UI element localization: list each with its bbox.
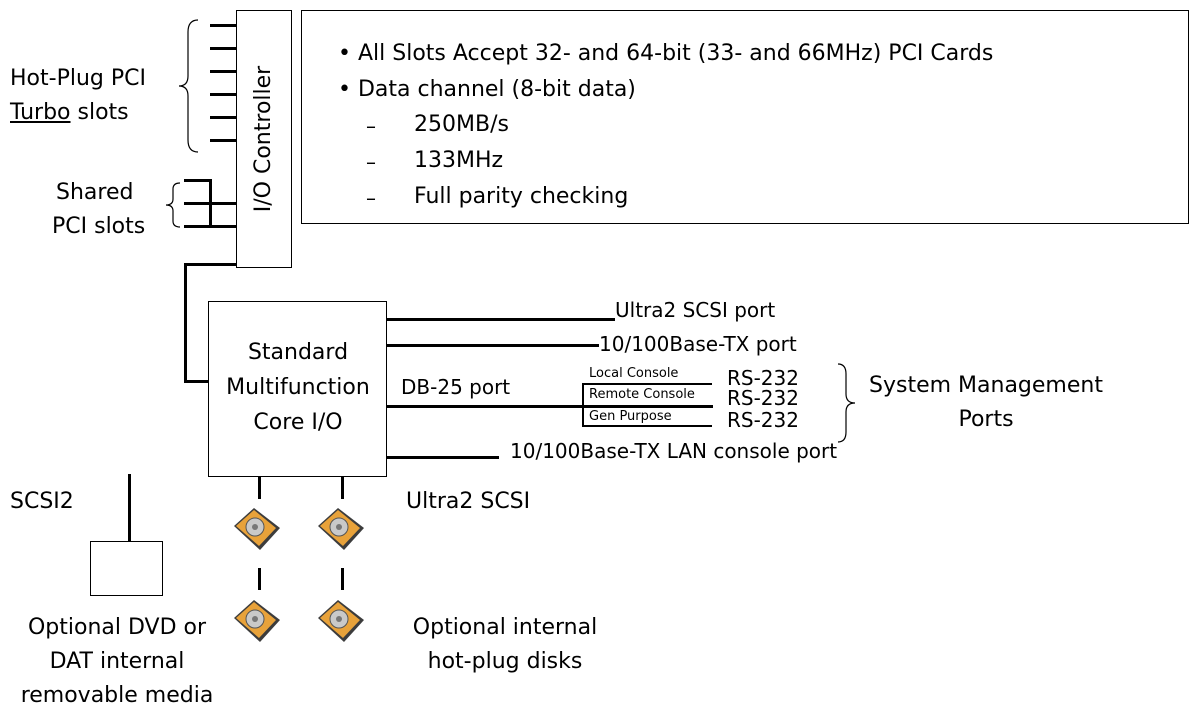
gen-purpose-line bbox=[582, 425, 712, 427]
hot-plug-slot-stub bbox=[210, 24, 237, 27]
shared-label-line1: Shared bbox=[56, 180, 134, 205]
hard-disk-icon bbox=[234, 508, 280, 550]
system-management-brace bbox=[837, 363, 856, 443]
info-dash-2: – bbox=[366, 150, 376, 174]
info-bullet-2: • Data channel (8-bit data) bbox=[338, 77, 636, 102]
hot-plug-slot-stub bbox=[210, 47, 237, 50]
controller-to-core-link bbox=[184, 263, 237, 266]
rs232-label-2: RS-232 bbox=[727, 386, 799, 410]
info-sub-1: 250MB/s bbox=[414, 112, 509, 137]
shared-slot-stub bbox=[184, 179, 211, 182]
ultra2-scsi-label: Ultra2 SCSI bbox=[406, 489, 531, 514]
controller-to-core-link bbox=[184, 380, 209, 383]
hot-plug-label-line2: Turbo slots bbox=[10, 102, 129, 124]
base-tx-port-line bbox=[387, 344, 599, 347]
disk-link bbox=[258, 568, 261, 590]
info-bullet-1: • All Slots Accept 32- and 64-bit (33- a… bbox=[338, 41, 994, 66]
db25-port-line bbox=[387, 405, 713, 408]
io-controller-label: I/O Controller bbox=[251, 65, 276, 213]
info-box bbox=[301, 10, 1189, 224]
lan-console-port-label: 10/100Base-TX LAN console port bbox=[510, 439, 838, 463]
rs232-label-1: RS-232 bbox=[727, 366, 799, 390]
scsi2-line bbox=[128, 474, 131, 542]
core-io-box bbox=[208, 301, 387, 477]
removable-media-box bbox=[90, 541, 163, 596]
scsi2-label: SCSI2 bbox=[10, 489, 74, 514]
hot-plug-brace bbox=[178, 19, 199, 153]
system-management-line2: Ports bbox=[958, 407, 1014, 432]
core-io-line2: Multifunction bbox=[226, 375, 370, 400]
media-label-line2: DAT internal bbox=[49, 649, 185, 674]
local-console-line bbox=[582, 383, 712, 385]
lan-console-port-line bbox=[387, 456, 499, 459]
hot-plug-slot-stub bbox=[210, 70, 237, 73]
hot-plug-slot-stub bbox=[210, 93, 237, 96]
slots-text: slots bbox=[70, 100, 129, 125]
media-label-line1: Optional DVD or bbox=[27, 615, 207, 640]
info-sub-3: Full parity checking bbox=[414, 184, 629, 209]
hot-plug-slot-stub bbox=[210, 116, 237, 119]
rs232-label-3: RS-232 bbox=[727, 408, 799, 432]
base-tx-port-label: 10/100Base-TX port bbox=[599, 332, 797, 356]
disk-link bbox=[341, 568, 344, 590]
disk-link bbox=[258, 477, 261, 499]
hard-disk-icon bbox=[318, 508, 364, 550]
ultra2-scsi-port-label: Ultra2 SCSI port bbox=[615, 298, 776, 322]
turbo-underlined: Turbo bbox=[10, 100, 71, 125]
hard-disk-icon bbox=[318, 600, 364, 642]
hot-plug-label-line1: Hot-Plug PCI bbox=[10, 66, 146, 91]
hot-plug-slot-stub bbox=[210, 139, 237, 142]
shared-slot-bus bbox=[209, 179, 212, 228]
media-label-line3: removable media bbox=[20, 683, 214, 708]
gen-purpose-label: Gen Purpose bbox=[589, 409, 672, 424]
db25-port-label: DB-25 port bbox=[401, 375, 511, 399]
disks-label-line1: Optional internal bbox=[412, 615, 598, 640]
info-sub-2: 133MHz bbox=[414, 148, 504, 173]
local-console-label: Local Console bbox=[589, 366, 679, 381]
console-bus bbox=[582, 383, 584, 427]
core-io-line1: Standard bbox=[247, 340, 349, 365]
info-dash-3: – bbox=[366, 186, 376, 210]
core-io-line3: Core I/O bbox=[253, 410, 343, 435]
shared-slots-brace bbox=[165, 182, 181, 228]
hard-disk-icon bbox=[234, 600, 280, 642]
controller-to-core-link bbox=[184, 263, 187, 383]
system-management-line1: System Management bbox=[869, 373, 1103, 398]
shared-label-line2: PCI slots bbox=[52, 214, 146, 239]
info-dash-1: – bbox=[366, 114, 376, 138]
ultra2-scsi-port-line bbox=[387, 318, 615, 321]
disk-link bbox=[341, 477, 344, 499]
remote-console-label: Remote Console bbox=[589, 387, 695, 402]
disks-label-line2: hot-plug disks bbox=[427, 649, 583, 674]
